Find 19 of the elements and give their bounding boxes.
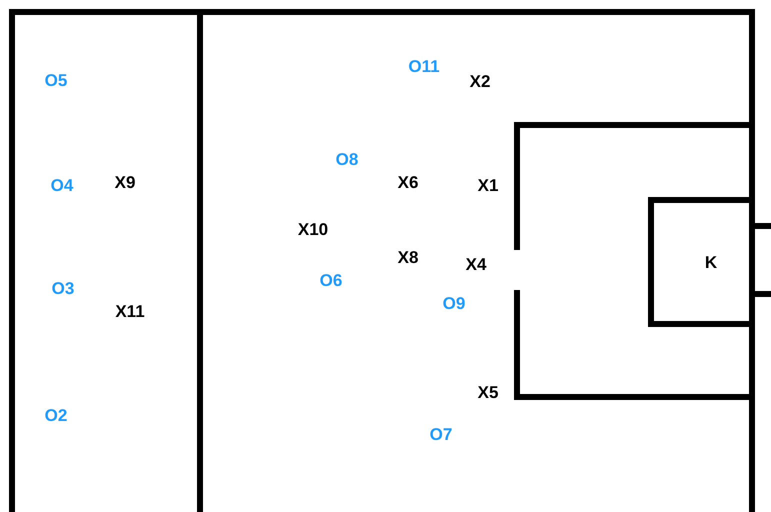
player-label: K [704,253,718,273]
player-label: O7 [430,425,452,445]
player-label: X10 [298,220,328,240]
player-label: O2 [44,406,68,426]
player-label: O6 [320,271,342,291]
player-label: O3 [52,279,74,299]
player-label: X6 [398,173,418,193]
player-label: X9 [114,173,136,193]
player-label: O11 [408,57,440,77]
player-label: X2 [470,72,490,92]
player-label: X8 [398,248,418,268]
player-label: O9 [442,294,466,314]
player-label: O4 [50,176,74,196]
player-label: X5 [478,383,498,403]
player-label: X11 [115,302,145,322]
player-label: X1 [478,176,498,196]
player-label: O5 [44,71,68,91]
player-label: X4 [466,255,486,275]
player-label: O8 [336,150,358,170]
